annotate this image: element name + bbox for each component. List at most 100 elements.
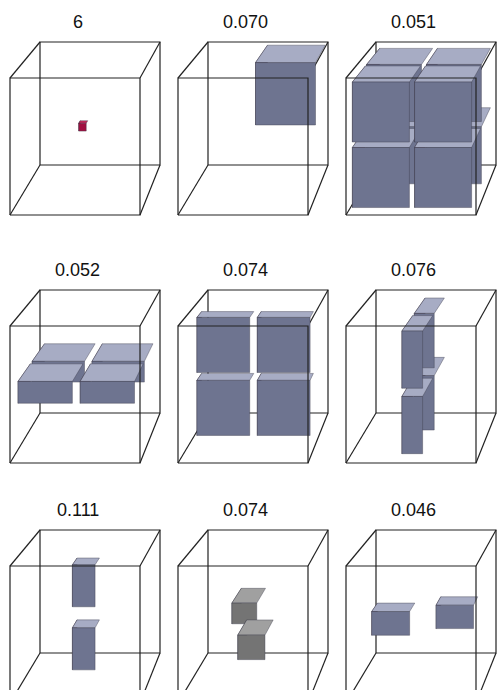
cube-edge (346, 530, 376, 566)
block-face (367, 48, 433, 64)
cube-edge (308, 530, 328, 566)
block-face (79, 123, 87, 131)
cube-edge (140, 42, 160, 78)
block-face (79, 121, 88, 124)
value-label: 6 (73, 13, 83, 31)
cube-panel (178, 42, 328, 215)
cube-edge (10, 42, 40, 78)
cube-edge (10, 530, 40, 566)
block-face (257, 312, 313, 318)
cube-edge (10, 653, 40, 690)
block (197, 312, 254, 373)
cube-edge (178, 566, 308, 690)
block-face (32, 344, 95, 362)
block (402, 378, 433, 453)
block-face (352, 82, 409, 142)
value-label: 0.074 (223, 261, 268, 279)
block (257, 373, 313, 435)
block (352, 66, 420, 142)
cube-edge (178, 42, 208, 78)
block-face (72, 620, 99, 628)
block-face (414, 298, 444, 313)
block (372, 603, 415, 635)
cube-edge (10, 566, 140, 690)
cube-panel (346, 42, 496, 215)
block-face (18, 381, 72, 403)
value-label: 0.046 (391, 501, 436, 519)
cube-panel (346, 290, 496, 463)
value-label: 0.070 (223, 13, 268, 31)
cube-edge (346, 566, 476, 690)
block (256, 45, 326, 125)
cube-edge (140, 165, 160, 215)
block-face (238, 635, 265, 660)
block-face (257, 380, 310, 435)
cube-edge (476, 530, 496, 566)
block-face (80, 364, 143, 382)
block (80, 364, 143, 403)
cube-edge (140, 653, 160, 690)
cube-edge (308, 165, 328, 215)
cube-edge (346, 326, 476, 463)
value-label: 0.052 (55, 261, 100, 279)
cube-edge (376, 290, 496, 413)
block-face (72, 558, 99, 565)
block-face (352, 148, 409, 208)
cube-edge (10, 165, 40, 215)
block (72, 558, 99, 607)
block-face (402, 331, 423, 388)
block-face (18, 364, 83, 382)
cube-edge (40, 530, 160, 653)
cube-edge (476, 413, 496, 463)
block-face (402, 396, 423, 453)
value-label: 0.111 (57, 501, 99, 519)
block-face (352, 66, 420, 82)
block (79, 121, 88, 131)
block-face (256, 45, 326, 62)
cube-edge (40, 42, 160, 165)
cube-edge (208, 42, 328, 165)
block-face (257, 373, 313, 380)
cube-edge (10, 290, 40, 326)
block (72, 620, 99, 670)
value-label: 0.076 (391, 261, 436, 279)
cube-edge (346, 78, 476, 215)
block (436, 597, 478, 629)
cube-panel (10, 530, 160, 690)
cube-edge (178, 530, 208, 566)
block-face (72, 628, 95, 670)
cube-edge (308, 653, 328, 690)
block-face (436, 605, 474, 628)
block-face (197, 373, 254, 380)
cube-edge (10, 326, 140, 463)
cube-edge (10, 413, 40, 463)
cube-edge (476, 290, 496, 326)
cube-edge (346, 653, 376, 690)
cube-edge (346, 413, 376, 463)
cube-edge (308, 413, 328, 463)
cube-panel (346, 530, 496, 690)
cube-edge (178, 653, 208, 690)
block (197, 373, 254, 435)
block-face (80, 381, 134, 403)
block-face (197, 380, 250, 435)
cube-edge (308, 290, 328, 326)
block-face (372, 612, 410, 636)
cube-edge (476, 653, 496, 690)
block-face (72, 565, 95, 607)
cube-panel (10, 290, 160, 463)
block-face (232, 588, 266, 603)
cube-edge (178, 326, 308, 463)
block-face (402, 316, 433, 331)
cube-edge (178, 78, 308, 215)
block-face (92, 344, 153, 362)
block-face (256, 63, 316, 125)
cube-edge (178, 165, 208, 215)
block (415, 66, 481, 142)
cube-edge (10, 78, 140, 215)
cube-edge (140, 290, 160, 326)
cube-panel (10, 42, 160, 215)
block-face (426, 48, 490, 64)
